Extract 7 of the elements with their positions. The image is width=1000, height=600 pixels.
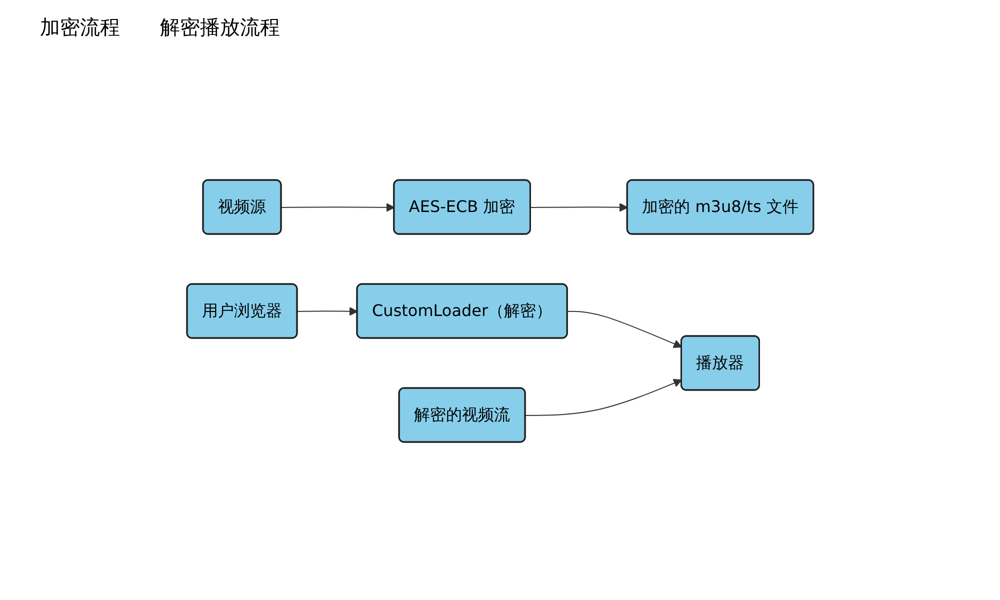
- section-heading: 解密播放流程: [160, 14, 280, 41]
- arrow: [566, 310, 682, 348]
- arrow: [296, 306, 358, 316]
- arrow: [524, 378, 682, 416]
- arrow: [530, 202, 628, 212]
- arrow: [280, 203, 395, 212]
- section-heading: 加密流程: [40, 14, 120, 41]
